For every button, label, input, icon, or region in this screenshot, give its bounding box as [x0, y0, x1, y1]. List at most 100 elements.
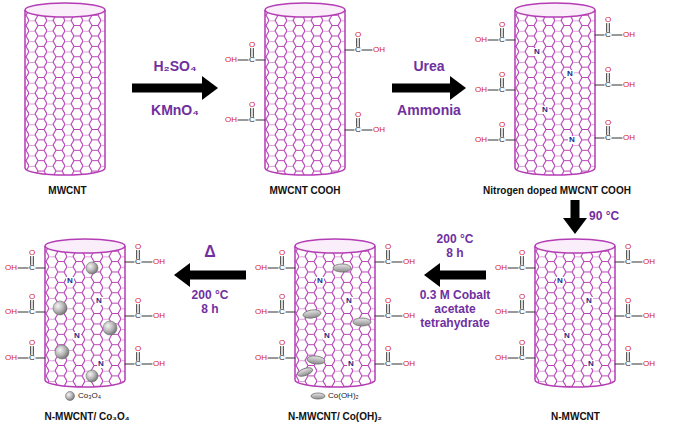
condition-label: 200 °C 8 h [434, 233, 476, 261]
bond-line [345, 130, 354, 131]
condition-label: H₂SO₄ [153, 58, 196, 74]
atom-label: OH [5, 264, 17, 272]
arrow-head [202, 76, 218, 100]
bond-line [508, 312, 518, 313]
atom-label: O [135, 345, 141, 353]
atom-label: O [625, 297, 631, 305]
atom-label: C [135, 312, 141, 320]
stage-caption: MWCNT COOH [269, 185, 340, 197]
stage-box: MWCNT [5, 2, 130, 198]
atom-label: C [625, 312, 631, 320]
nanotube [515, 3, 595, 175]
bond-line [612, 35, 622, 36]
arrow-head [424, 263, 440, 287]
bond-line [506, 140, 515, 141]
atom-label: C [519, 308, 525, 316]
nanotube [535, 239, 615, 387]
arrow-head [563, 218, 587, 234]
atom-label: OH [475, 86, 487, 94]
condition-label: Urea [413, 58, 444, 74]
bond-line [18, 312, 28, 313]
atom-label: C [625, 258, 631, 266]
nanotube [25, 3, 105, 175]
bond-line [125, 364, 134, 365]
bond-line [268, 312, 278, 313]
nanotube [295, 239, 375, 387]
atom-label: C [29, 308, 35, 316]
atom-label: C [519, 264, 525, 272]
bond-line [508, 358, 518, 359]
condition-label: 90 °C [589, 210, 619, 224]
atom-label: O [605, 119, 611, 127]
atom-label: O [519, 339, 525, 347]
bond-line [345, 50, 354, 51]
bond-line [375, 364, 384, 365]
bond-line [18, 268, 28, 269]
nitrogen-label: N [556, 277, 564, 285]
atom-label: C [135, 258, 141, 266]
atom-label: O [279, 339, 285, 347]
atom-label: OH [255, 354, 267, 362]
bond-line [488, 140, 498, 141]
atom-label: C [625, 360, 631, 368]
legend-text: Co₃O₄ [78, 392, 101, 400]
nitrogen-label: N [533, 48, 541, 56]
reagent-label: 0.3 M Cobalt acetate tetrahydrate [419, 289, 491, 330]
atom-label: OH [475, 36, 487, 44]
reaction-arrow [132, 76, 218, 100]
bond-line [595, 85, 604, 86]
bond-line [506, 40, 515, 41]
legend-text: Co(OH)₂ [328, 392, 359, 400]
bond-line [508, 268, 518, 269]
atom-label: OH [623, 81, 635, 89]
arrow-shaft [132, 84, 202, 93]
atom-label: C [499, 36, 505, 44]
nitrogen-label: N [541, 106, 549, 114]
atom-label: C [29, 354, 35, 362]
atom-label: O [519, 293, 525, 301]
bond-line [526, 268, 535, 269]
nitrogen-label: N [587, 360, 595, 368]
atom-label: O [385, 345, 391, 353]
nitrogen-label: N [568, 136, 576, 144]
atom-label: C [605, 134, 611, 142]
atom-label: O [249, 101, 255, 109]
atom-label: OH [5, 308, 17, 316]
atom-label: OH [495, 264, 507, 272]
atom-label: OH [225, 56, 237, 64]
nitrogen-label: N [73, 332, 81, 340]
arrow-head [450, 76, 466, 100]
atom-label: OH [623, 31, 635, 39]
atom-label: OH [5, 354, 17, 362]
stage-caption: MWCNT [48, 185, 86, 197]
atom-label: C [605, 31, 611, 39]
nitrogen-label: N [316, 277, 324, 285]
cobalt-oxide-particles [53, 262, 117, 401]
atom-label: OH [255, 264, 267, 272]
atom-label: O [385, 297, 391, 305]
atom-label: O [29, 249, 35, 257]
reaction-arrow [563, 200, 587, 234]
bond-line [142, 364, 152, 365]
bond-line [392, 262, 402, 263]
atom-label: C [29, 264, 35, 272]
bond-line [18, 358, 28, 359]
bond-line [256, 120, 265, 121]
bond-line [256, 60, 265, 61]
bond-line [488, 40, 498, 41]
bond-line [612, 138, 622, 139]
bond-line [286, 312, 295, 313]
bond-line [36, 268, 45, 269]
atom-label: O [605, 16, 611, 24]
bond-line [526, 358, 535, 359]
atom-label: O [279, 249, 285, 257]
atom-label: C [605, 81, 611, 89]
reagent-label: Ammonia [397, 102, 461, 118]
stage-box: N-MWCNT [488, 236, 663, 424]
reagent-label: 200 °C 8 h [189, 289, 231, 317]
atom-label: O [385, 243, 391, 251]
atom-label: C [249, 56, 255, 64]
atom-label: OH [495, 354, 507, 362]
atom-label: C [499, 86, 505, 94]
arrow-shaft [440, 271, 486, 280]
